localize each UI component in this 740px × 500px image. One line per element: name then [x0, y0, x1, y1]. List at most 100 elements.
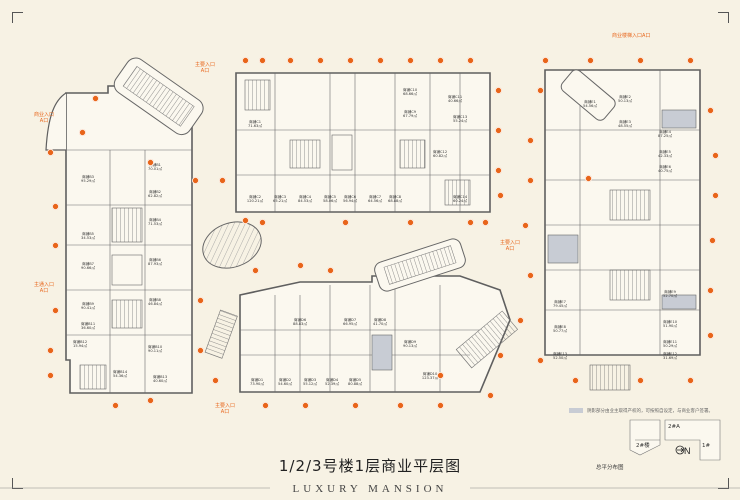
unit-name: 商铺C10: [402, 88, 418, 92]
entrance-marker-icon: [706, 106, 714, 114]
unit-area: 90.41㎡: [81, 306, 95, 311]
unit-area: 52.70㎡: [663, 294, 677, 299]
unit-area: 67.79㎡: [403, 114, 417, 119]
entrance-marker-icon: [496, 191, 504, 199]
unit-name: 商铺E3: [619, 120, 631, 124]
block-d-stair-2: [609, 269, 651, 301]
unit-area: 56.94㎡: [343, 199, 357, 204]
unit-area: 87.25㎡: [658, 134, 672, 139]
entrance-marker-icon: [436, 56, 444, 64]
unit-name: 商铺D8: [373, 318, 387, 322]
unit-area: 36.60㎡: [81, 326, 95, 331]
entrance-label-right-top: 商业楼梯入口A口: [612, 33, 651, 39]
entrance-marker-icon: [706, 286, 714, 294]
entrance-marker-icon: [46, 371, 54, 379]
block-a-core-stair-2: [111, 299, 143, 329]
page-subtitle: LUXURY MANSION: [292, 483, 448, 495]
unit-name: 商铺E7: [554, 300, 566, 304]
entrance-marker-icon: [526, 136, 534, 144]
block-d-shaded-unit-1: [547, 234, 579, 264]
entrance-marker-icon: [436, 401, 444, 409]
entrance-marker-icon: [686, 56, 694, 64]
unit-name: 商铺C11: [447, 95, 463, 99]
entrance-marker-icon: [526, 176, 534, 184]
unit-area: 40.66㎡: [448, 99, 462, 104]
entrance-marker-icon: [241, 216, 249, 224]
unit-area: 40.75㎡: [658, 169, 672, 174]
unit-area: 64.56㎡: [368, 199, 382, 204]
entrance-marker-icon: [251, 266, 259, 274]
entrance-label-bottom-center: 主要入口 A口: [215, 403, 236, 415]
unit-area: 41.70㎡: [373, 322, 387, 327]
unit-name: 商铺C8: [389, 195, 401, 199]
entrance-label-top-center: 主要入口 A口: [195, 62, 216, 74]
entrance-marker-icon: [436, 371, 444, 379]
entrance-marker-icon: [301, 401, 309, 409]
entrance-marker-icon: [516, 316, 524, 324]
unit-area: 50.29㎡: [663, 344, 677, 349]
entrance-marker-icon: [466, 56, 474, 64]
unit-area: 62.82㎡: [148, 194, 162, 199]
unit-area: 51.90㎡: [663, 324, 677, 329]
block-d-shaded-unit-3: [661, 294, 697, 310]
entrance-marker-icon: [326, 266, 334, 274]
unit-area: 42.33㎡: [658, 154, 672, 159]
block-b-walls: [236, 73, 490, 212]
unit-area: 88.83㎡: [293, 322, 307, 327]
entrance-marker-icon: [494, 126, 502, 134]
unit-name: 商铺B2: [149, 190, 161, 194]
unit-area: 79.45㎡: [553, 304, 567, 309]
unit-name: 商铺C14: [452, 195, 468, 199]
unit-area: 87.93㎡: [148, 262, 162, 267]
unit-name: 商铺B8: [149, 298, 161, 302]
unit-name: 商铺B7: [82, 262, 94, 266]
unit-name: 商铺B3: [82, 175, 94, 179]
block-d-stair-south: [589, 364, 631, 391]
entrance-marker-icon: [78, 128, 86, 136]
entrance-marker-icon: [711, 191, 719, 199]
entrance-marker-icon: [261, 401, 269, 409]
unit-name: 商铺E2: [619, 95, 631, 99]
entrance-marker-icon: [376, 56, 384, 64]
entrance-marker-icon: [536, 86, 544, 94]
keymap-label-2a: 2#A: [668, 424, 680, 430]
unit-name: 商铺D4: [325, 378, 339, 382]
unit-name: 商铺C6: [344, 195, 356, 199]
unit-area: 55.24㎡: [453, 119, 467, 124]
entrance-marker-icon: [536, 356, 544, 364]
unit-name: 商铺E8: [554, 325, 566, 329]
entrance-marker-icon: [46, 148, 54, 156]
unit-name: 商铺C3: [274, 195, 286, 199]
crop-mark-bottom-left: [12, 478, 23, 489]
block-a-ramp: [113, 57, 204, 136]
block-d-shaded-unit-2: [661, 109, 697, 129]
entrance-marker-icon: [51, 241, 59, 249]
entrance-marker-icon: [486, 391, 494, 399]
entrance-marker-icon: [146, 396, 154, 404]
entrance-marker-icon: [91, 94, 99, 102]
unit-name: 商铺B1: [149, 163, 161, 167]
entrance-marker-icon: [406, 218, 414, 226]
block-b-stair-2: [289, 139, 321, 169]
block-c-walls: [240, 285, 480, 392]
shading-swatch: [569, 408, 583, 413]
unit-area: 65.21㎡: [273, 199, 287, 204]
entrance-label-center-right: 主要入口 A口: [500, 240, 521, 252]
entrance-marker-icon: [196, 296, 204, 304]
